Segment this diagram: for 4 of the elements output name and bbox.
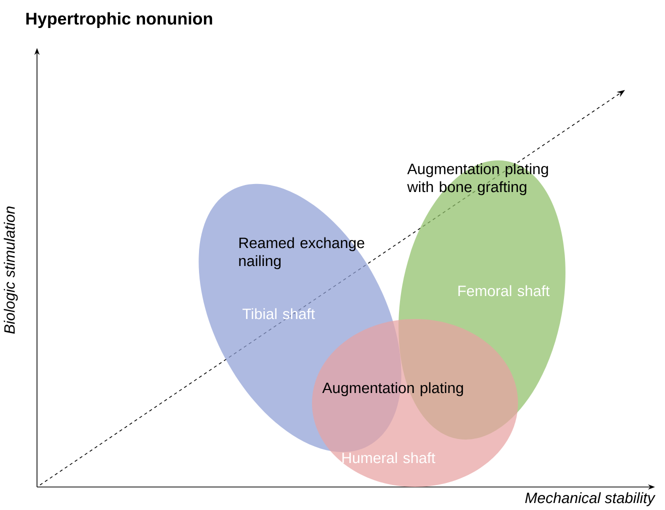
axis-label: Biologic stimulation [4, 206, 18, 334]
title: Hypertrophic nonunion [26, 12, 212, 28]
ellipse-region: Augmentation plating Humeral shaft [312, 319, 518, 487]
axis-label: Mechanical stability [525, 492, 656, 506]
